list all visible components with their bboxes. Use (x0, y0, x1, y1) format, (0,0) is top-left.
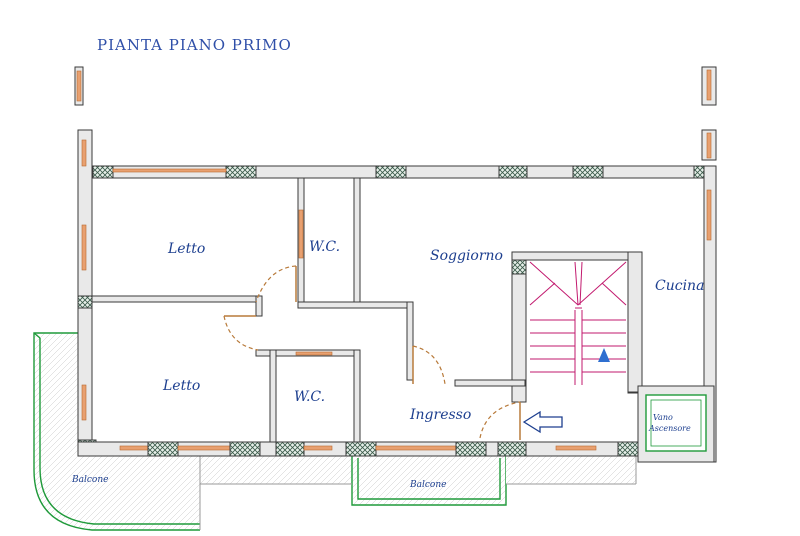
balcony-center (199, 453, 637, 530)
room-label-balcone-center: Balcone (409, 480, 446, 490)
stair-up-arrow-icon (598, 348, 610, 362)
plan-title: PIANTA PIANO PRIMO (97, 36, 292, 54)
room-label-balcone-left: Balcone (71, 475, 108, 485)
room-label-vano: Vano (653, 413, 673, 422)
upper-wall-stubs (74, 66, 717, 161)
room-label-letto-top: Letto (167, 241, 205, 257)
room-label-wc-bottom: W.C. (294, 389, 325, 405)
stairwell (529, 261, 627, 387)
entrance-arrow-icon (522, 410, 563, 434)
doors (223, 265, 521, 440)
balcony-left (33, 332, 200, 531)
room-label-letto-bottom: Letto (162, 378, 200, 394)
room-label-ingresso: Ingresso (409, 407, 471, 423)
room-label-soggiorno: Soggiorno (430, 248, 503, 264)
room-label-ascensore: Ascensore (648, 424, 691, 433)
room-label-wc-top: W.C. (309, 239, 340, 255)
interior-walls (91, 177, 715, 463)
room-label-cucina: Cucina (655, 278, 704, 294)
